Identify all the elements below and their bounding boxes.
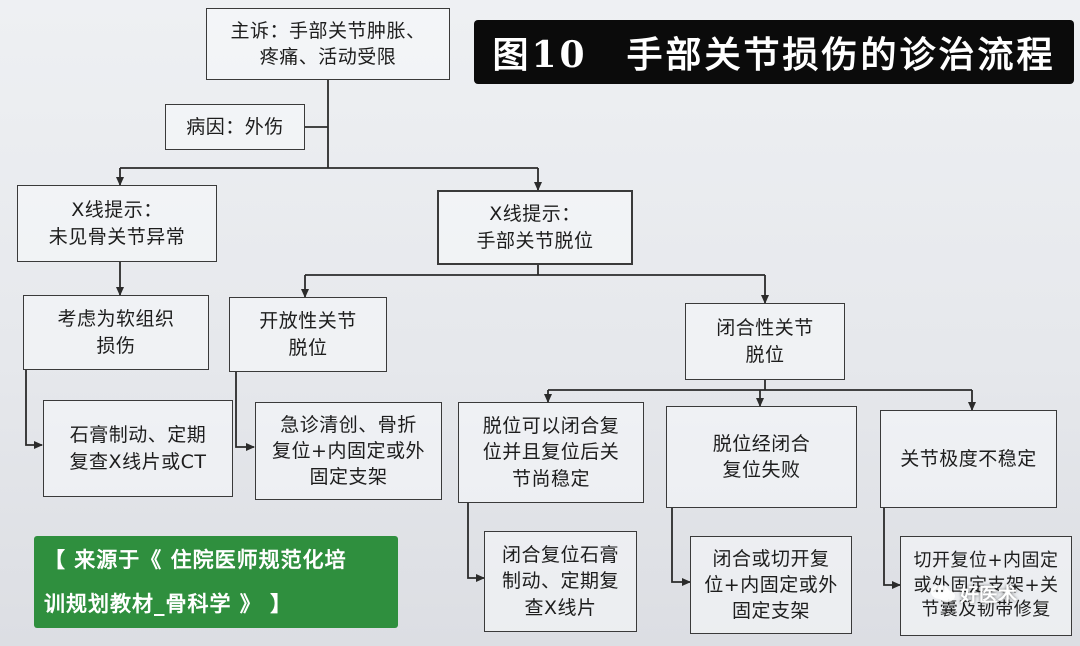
watermark-text: 好医术 xyxy=(960,584,1018,606)
xray-dislocation-box: X线提示： 手部关节脱位 xyxy=(437,190,633,265)
connector-soft-tissue-down xyxy=(25,370,43,449)
open-dislocation-box: 开放性关节 脱位 xyxy=(229,297,387,372)
connector-open-down xyxy=(235,372,255,451)
connector-stable-down xyxy=(467,503,485,582)
failed-reduction-box: 脱位经闭合 复位失败 xyxy=(666,406,857,508)
watermark: 好医术 xyxy=(930,580,1017,607)
unstable-joint-box: 关节极度不稳定 xyxy=(880,410,1057,508)
wechat-icon xyxy=(930,584,956,604)
diagram-title: 图10 手部关节损伤的诊治流程 xyxy=(474,20,1074,84)
source-citation-banner: 【 来源于《 住院医师规范化培 训规划教材_骨科学 》 】 xyxy=(34,536,398,628)
cause-box: 病因：外伤 xyxy=(165,104,305,150)
chief-complaint-box: 主诉：手部关节肿胀、 疼痛、活动受限 xyxy=(206,8,450,80)
closed-reduction-box: 闭合复位石膏 制动、定期复 查X线片 xyxy=(484,531,637,632)
debridement-box: 急诊清创、骨折 复位+内固定或外 固定支架 xyxy=(255,402,442,500)
plaster-followup-box: 石膏制动、定期 复查X线片或CT xyxy=(43,400,233,497)
xray-normal-box: X线提示： 未见骨关节异常 xyxy=(17,185,217,262)
connector-failed-down xyxy=(671,508,691,586)
connector-unstable-down xyxy=(883,508,901,589)
closed-dislocation-box: 闭合性关节 脱位 xyxy=(685,303,845,380)
soft-tissue-box: 考虑为软组织 损伤 xyxy=(23,295,209,370)
stable-reduction-box: 脱位可以闭合复 位并且复位后关 节尚稳定 xyxy=(458,402,644,503)
open-reduction-fixation-box: 闭合或切开复 位+内固定或外 固定支架 xyxy=(690,536,852,634)
